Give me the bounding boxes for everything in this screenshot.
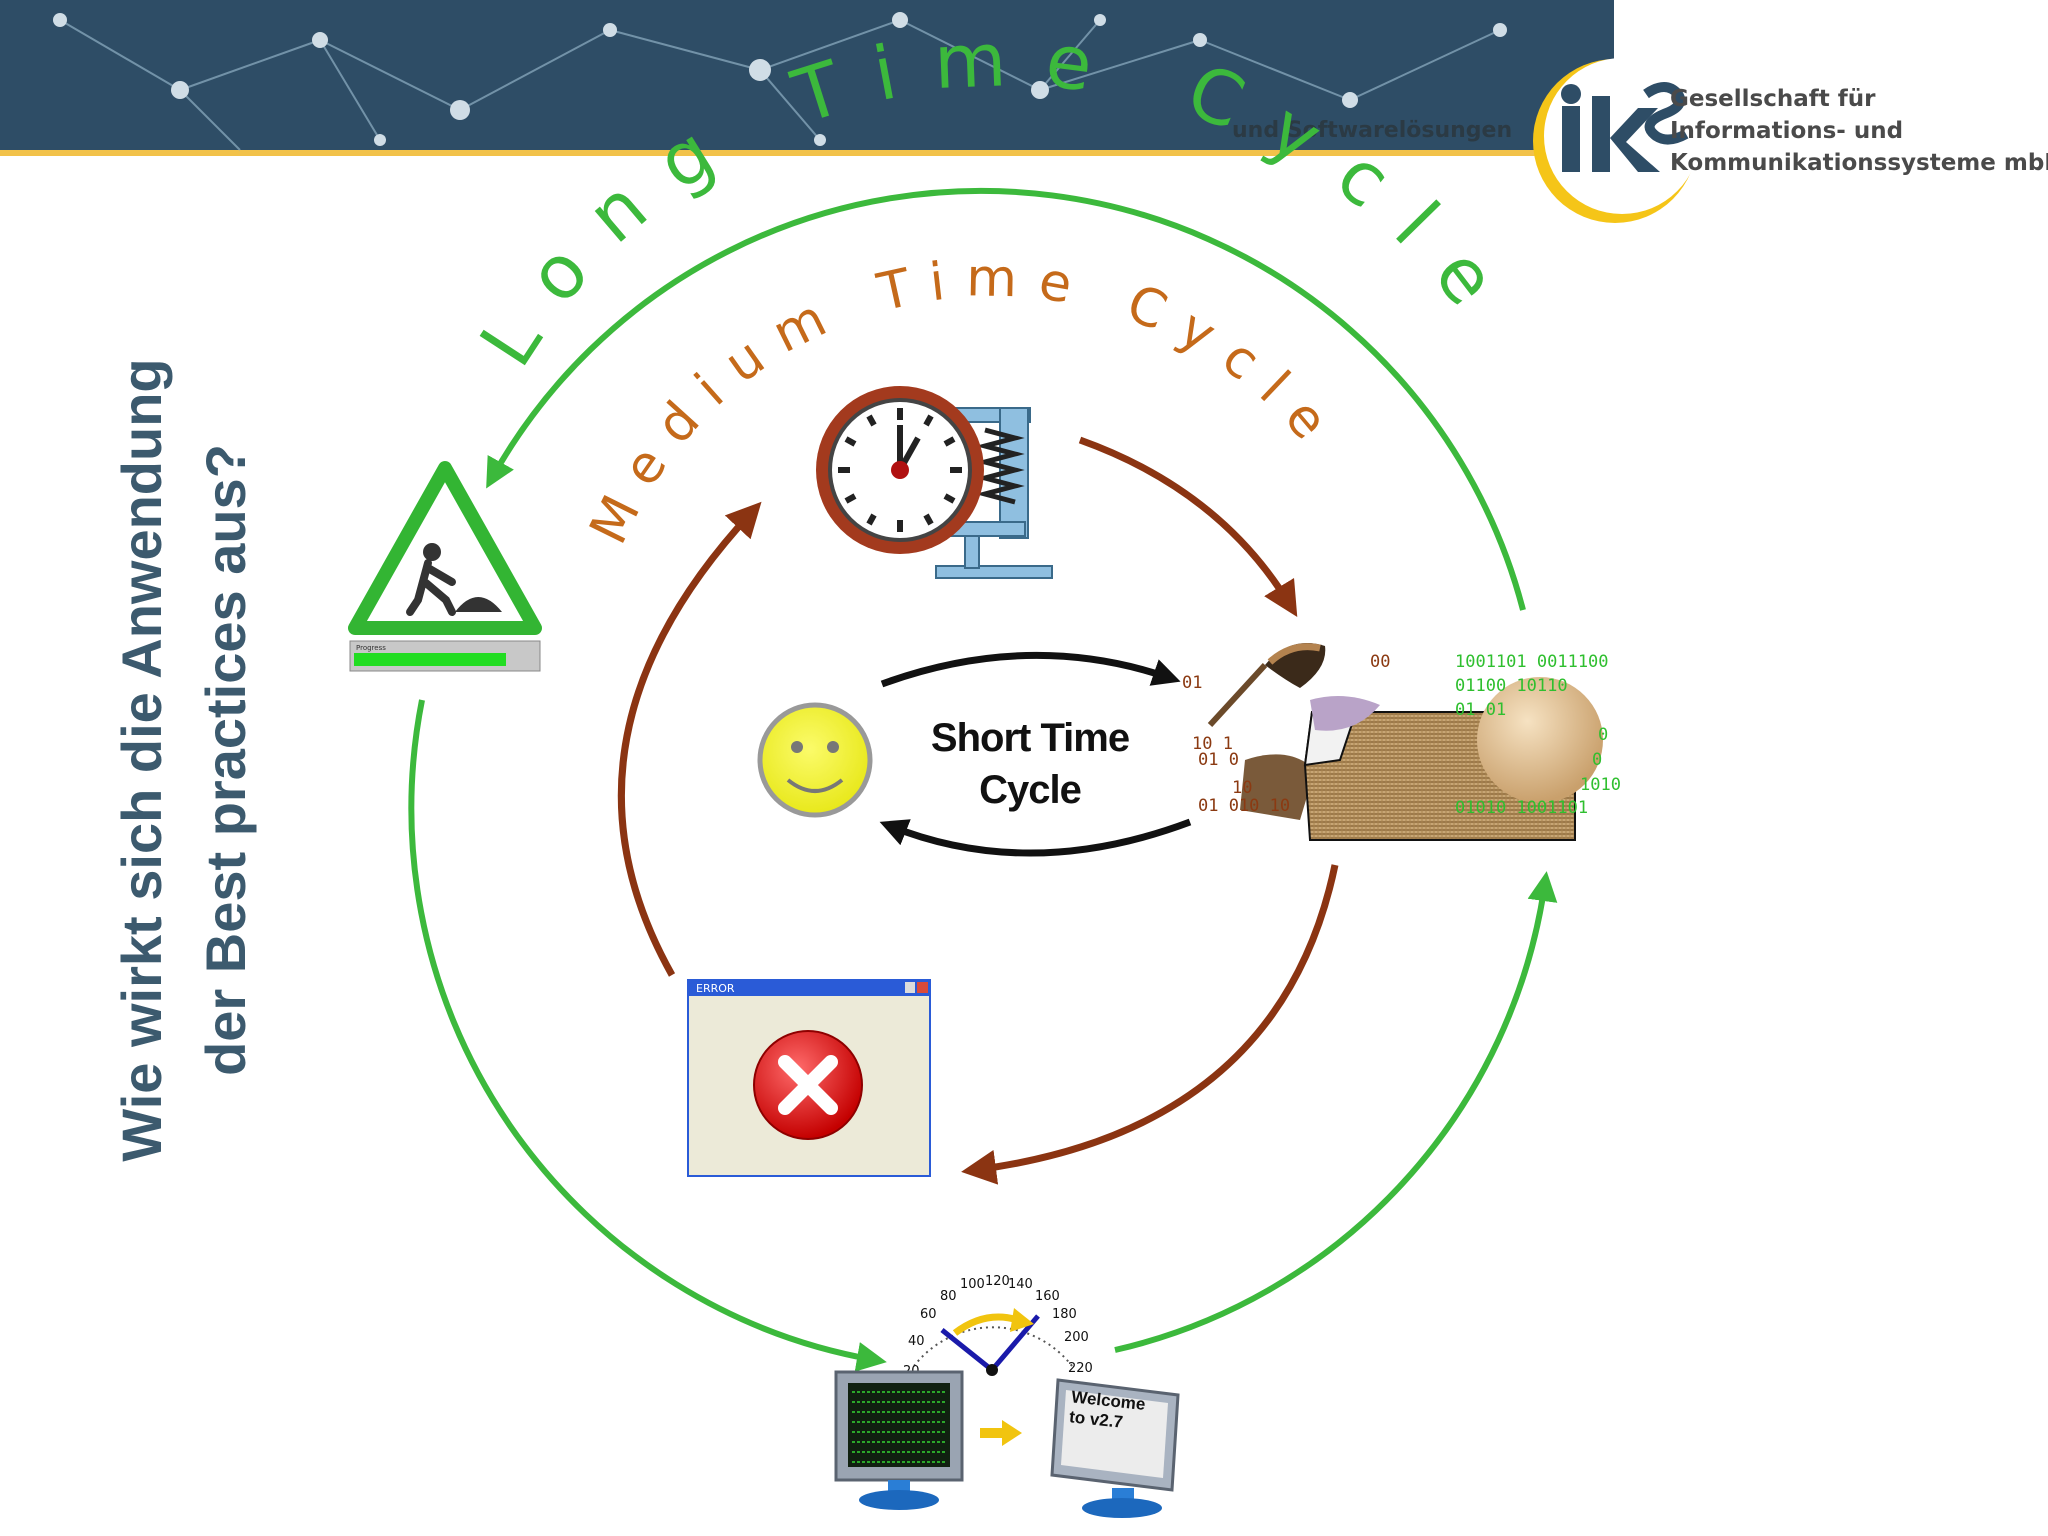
- speed-tick-200: 200: [1064, 1330, 1089, 1345]
- speed-tick-60: 60: [920, 1307, 937, 1322]
- cleanup-collage-icon: [1207, 643, 1603, 841]
- long-cycle-label: Long Time Cycle: [464, 16, 1535, 381]
- binary-right-3: 01 01: [1455, 700, 1507, 720]
- company-line-1: Gesellschaft für: [1670, 86, 1876, 112]
- binary-left-2: 10 1: [1192, 734, 1233, 754]
- long-cycle-arc-right: [1114, 871, 1558, 1353]
- speed-tick-100: 100: [960, 1277, 985, 1292]
- binary-left-top: 00: [1370, 652, 1391, 672]
- old-monitor-icon: [834, 1370, 964, 1510]
- long-cycle-label-path: Long Time Cycle: [464, 16, 1499, 381]
- medium-cycle-arc-right: [961, 864, 1339, 1185]
- company-line-2: Informations- und: [1670, 118, 1904, 144]
- speed-tick-40: 40: [908, 1334, 925, 1349]
- header-banner: [0, 0, 1614, 156]
- company-line-3: Kommunikationssysteme mbH: [1670, 150, 2048, 176]
- medium-cycle-arc-top: [1078, 436, 1298, 617]
- smiley-icon: [757, 702, 873, 818]
- binary-left-3: 01 0: [1198, 750, 1239, 770]
- binary-right-7: 1010: [1580, 775, 1621, 795]
- company-logo: [1533, 58, 1700, 223]
- clock-clamp-icon: [816, 386, 1053, 579]
- error-dialog-title: ERROR: [696, 982, 735, 995]
- binary-right-5: 0: [1592, 750, 1603, 770]
- speedometer-icon: 20 40 60 80 100 120 140 160 180 200 220: [903, 1274, 1093, 1379]
- binary-right-1: 1001101 0011100: [1455, 652, 1609, 672]
- upgrade-arrow-icon: [980, 1420, 1022, 1446]
- binary-left-5: 01 010 10: [1198, 796, 1291, 816]
- binary-right-4: 0: [1598, 725, 1609, 745]
- speed-tick-180: 180: [1052, 1307, 1077, 1322]
- short-cycle-arrow-top: [880, 651, 1181, 688]
- progress-label: Progress: [356, 644, 386, 652]
- binary-left-1: 01: [1182, 673, 1203, 693]
- error-dialog-icon: ERROR: [687, 979, 931, 1177]
- construction-sign-icon: Progress: [348, 461, 542, 672]
- speed-tick-140: 140: [1008, 1277, 1033, 1292]
- short-cycle-label: Short Time Cycle: [915, 712, 1145, 816]
- medium-cycle-arc-left: [617, 501, 762, 977]
- short-cycle-label-line-2: Cycle: [979, 768, 1082, 812]
- binary-left-4: 10: [1232, 778, 1253, 798]
- short-cycle-arrow-bottom: [879, 818, 1192, 857]
- speed-tick-120: 120: [985, 1274, 1010, 1289]
- new-monitor-icon: [1050, 1378, 1180, 1518]
- banner-tagline: und Softwarelösungen: [1232, 118, 1513, 143]
- short-cycle-label-line-1: Short Time: [930, 716, 1130, 760]
- speed-tick-220: 220: [1068, 1361, 1093, 1376]
- speed-tick-80: 80: [940, 1289, 957, 1304]
- binary-right-8: 01010 1001101: [1455, 798, 1589, 818]
- binary-right-2: 01100 10110: [1455, 676, 1568, 696]
- speed-tick-160: 160: [1035, 1289, 1060, 1304]
- long-cycle-arc-top: [486, 187, 1526, 611]
- long-cycle-arc-left: [408, 699, 887, 1372]
